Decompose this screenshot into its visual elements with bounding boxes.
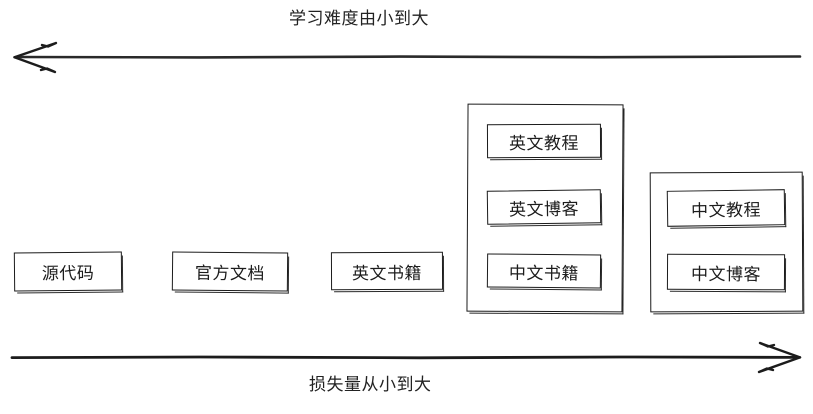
top-axis-arrow [13,41,802,74]
node-english-tutorial-label: 英文教程 [508,133,580,154]
node-chinese-blog[interactable]: 中文博客 [666,253,786,291]
node-source-code-label: 源代码 [41,263,95,285]
node-chinese-books-label: 中文书籍 [508,263,580,284]
node-english-books[interactable]: 英文书籍 [330,251,444,291]
node-english-tutorial[interactable]: 英文教程 [486,123,602,159]
node-chinese-books[interactable]: 中文书籍 [486,253,602,289]
node-official-docs[interactable]: 官方文档 [171,251,289,292]
node-chinese-tutorial[interactable]: 中文教程 [666,189,786,227]
node-official-docs-label: 官方文档 [194,263,266,285]
node-chinese-blog-label: 中文博客 [690,264,762,285]
node-english-blog-label: 英文博客 [508,199,580,220]
bottom-axis-label: 损失量从小到大 [309,375,432,395]
node-english-books-label: 英文书籍 [351,263,423,284]
node-chinese-tutorial-label: 中文教程 [690,200,762,221]
node-source-code[interactable]: 源代码 [13,251,123,292]
top-axis-label: 学习难度由小到大 [289,9,429,29]
bottom-axis-arrow [10,341,802,374]
node-english-blog[interactable]: 英文博客 [486,189,602,225]
